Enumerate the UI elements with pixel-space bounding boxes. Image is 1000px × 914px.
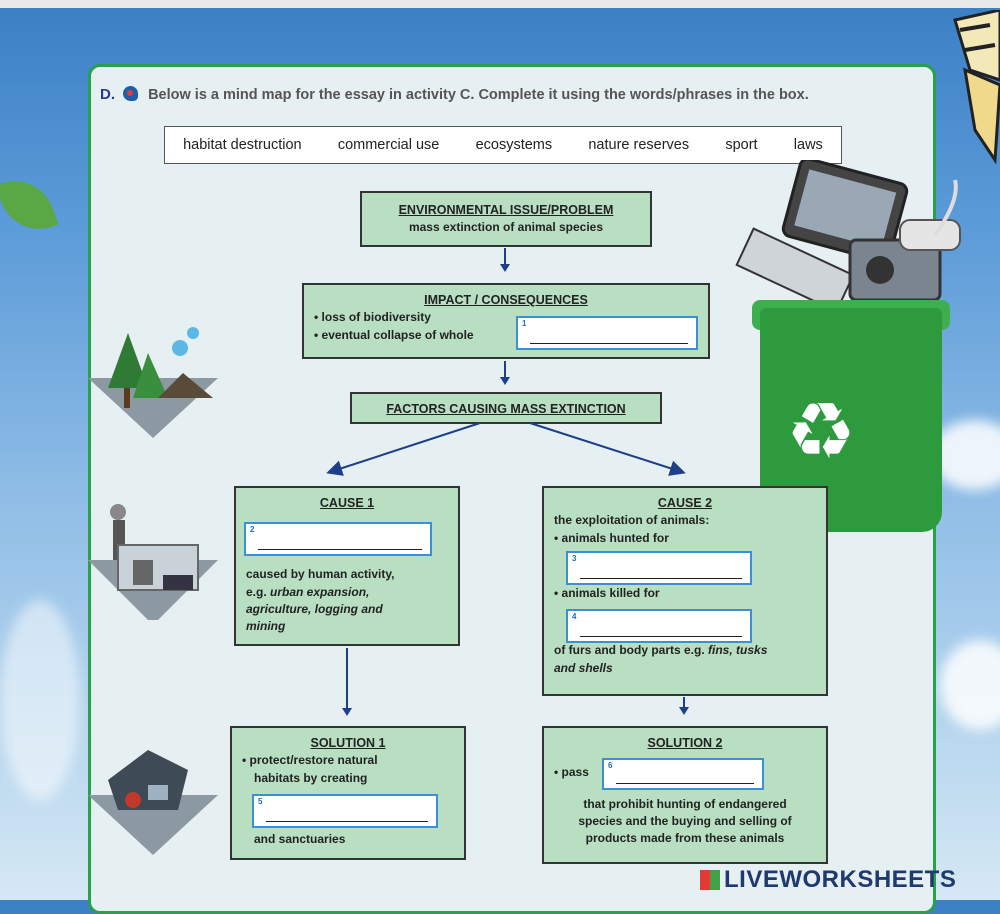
cause2-line2: • animals hunted for [554,530,669,545]
cause2-line5: and shells [554,660,613,675]
branch-arrows [326,422,686,476]
answer-field-2[interactable]: 2 [244,522,432,556]
arrow-down [500,248,510,272]
solution2-box: SOLUTION 2 • pass that prohibit hunting … [542,726,828,864]
answer-line [580,578,742,579]
solution2-line1: that prohibit hunting of endangered [583,796,787,811]
factory-icon [88,504,218,620]
brand-icon [700,870,720,890]
head-icon [123,86,139,101]
issue-box: ENVIRONMENTAL ISSUE/PROBLEM mass extinct… [360,191,652,247]
issue-text: mass extinction of animal species [408,220,604,235]
blank-number: 3 [572,554,577,563]
solution2-line2: species and the buying and selling of [578,813,792,828]
answer-field-4[interactable]: 4 [566,609,752,643]
factors-box: FACTORS CAUSING MASS EXTINCTION [350,392,662,424]
cause1-line1: caused by human activity, [246,567,395,582]
cause2-line3: • animals killed for [554,585,660,600]
cause1-line2: e.g. urban expansion, [246,584,370,599]
brand-name: LIVEWORKSHEETS [724,866,957,893]
solution2-pass: • pass [554,765,589,780]
cloud-decoration [940,640,1000,730]
cause1-box: CAUSE 1 caused by human activity, e.g. u… [234,486,460,646]
brand-logo: LIVEWORKSHEETS [700,866,956,894]
blank-number: 1 [522,319,527,328]
impact-line1: • loss of biodiversity [314,310,431,325]
word-item: sport [725,137,758,153]
word-box: habitat destruction commercial use ecosy… [164,126,842,164]
answer-field-1[interactable]: 1 [516,316,698,350]
answer-line [258,549,422,550]
answer-field-3[interactable]: 3 [566,551,752,585]
word-item: ecosystems [475,137,553,153]
instruction-text: Below is a mind map for the essay in act… [148,87,809,103]
solution1-line2: habitats by creating [254,770,368,785]
impact-line2: • eventual collapse of whole [314,327,474,342]
arrow-down [342,648,352,716]
blank-number: 2 [250,525,255,534]
cause2-line4: of furs and body parts e.g. fins, tusks [554,643,768,658]
cause2-box: CAUSE 2 the exploitation of animals: • a… [542,486,828,696]
instruction: D. Below is a mind map for the essay in … [100,86,930,103]
answer-line [530,343,688,344]
top-bar [0,0,1000,8]
electronic-devices-icon [735,160,961,313]
solution1-line3: and sanctuaries [254,831,346,846]
solution1-line1: • protect/restore natural [242,753,378,768]
cause1-line4: mining [246,619,286,634]
blank-number: 6 [608,761,613,770]
cloud-decoration [0,600,80,800]
forest-icon [88,327,218,438]
solution2-line3: products made from these animals [585,831,785,846]
impact-heading: IMPACT / CONSEQUENCES [424,293,588,307]
solution2-heading: SOLUTION 2 [647,736,723,750]
garbage-icon [88,750,218,855]
answer-field-5[interactable]: 5 [252,794,438,828]
cause2-heading: CAUSE 2 [657,496,713,510]
word-item: habitat destruction [183,137,302,153]
arrow-down [679,697,689,715]
blank-number: 4 [572,612,577,621]
recycle-icon: ♻ [786,387,856,475]
word-item: nature reserves [588,137,690,153]
answer-line [616,783,754,784]
word-item: laws [793,137,823,153]
factors-heading: FACTORS CAUSING MASS EXTINCTION [386,402,626,416]
cause1-heading: CAUSE 1 [319,496,375,510]
cause1-line3: agriculture, logging and [246,601,383,616]
butterfly-icon [953,10,1000,165]
cause2-line1: the exploitation of animals: [554,513,710,528]
word-item: commercial use [337,137,440,153]
issue-heading: ENVIRONMENTAL ISSUE/PROBLEM [398,203,614,217]
solution1-box: SOLUTION 1 • protect/restore natural hab… [230,726,466,860]
blank-number: 5 [258,797,263,806]
activity-letter: D. [100,86,115,103]
solution1-heading: SOLUTION 1 [310,736,386,750]
leaf-icon [0,169,59,241]
answer-field-6[interactable]: 6 [602,758,764,790]
answer-line [266,821,428,822]
answer-line [580,636,742,637]
arrow-down [500,361,510,385]
